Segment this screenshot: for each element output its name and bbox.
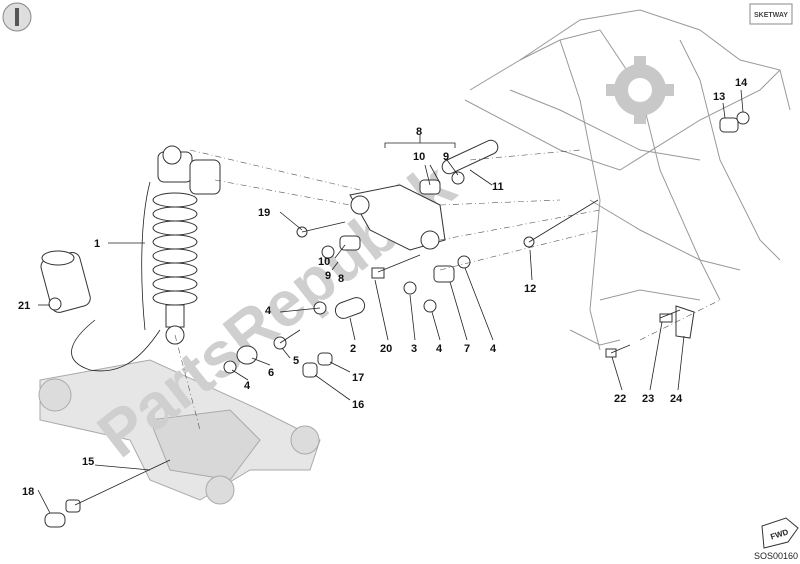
callout-1[interactable]: 1 xyxy=(94,238,100,250)
frame-tubes xyxy=(464,9,791,351)
callout-23[interactable]: 23 xyxy=(642,393,654,405)
callout-10b[interactable]: 10 xyxy=(318,256,330,268)
callout-17[interactable]: 17 xyxy=(352,372,364,384)
logo-text: SKETWAY xyxy=(754,12,788,19)
callout-11[interactable]: 11 xyxy=(492,181,504,193)
info-icon[interactable] xyxy=(2,2,32,32)
assembly-lines xyxy=(174,149,721,431)
callout-5[interactable]: 5 xyxy=(293,355,299,367)
fwd-arrow-icon: FWD xyxy=(761,517,799,549)
callout-2[interactable]: 2 xyxy=(350,343,356,355)
callout-4b[interactable]: 4 xyxy=(436,343,443,355)
callout-13[interactable]: 13 xyxy=(713,91,725,103)
callout-15[interactable]: 15 xyxy=(82,456,94,468)
callout-6[interactable]: 6 xyxy=(268,367,274,379)
callout-4c[interactable]: 4 xyxy=(490,343,497,355)
callout-3[interactable]: 3 xyxy=(411,343,417,355)
brand-logo: SKETWAY xyxy=(749,3,793,25)
diagram-code: SOS00160 xyxy=(754,551,798,561)
callouts: 1 2 3 4 4 4 4 5 6 7 8 8 9 9 10 10 11 12 … xyxy=(18,77,748,498)
callout-22[interactable]: 22 xyxy=(614,393,626,405)
rocker-linkage xyxy=(349,184,446,251)
callout-24[interactable]: 24 xyxy=(670,393,683,405)
callout-10[interactable]: 10 xyxy=(413,151,425,163)
callout-14[interactable]: 14 xyxy=(735,77,748,89)
callout-8b[interactable]: 8 xyxy=(338,273,344,285)
callout-12[interactable]: 12 xyxy=(524,283,536,295)
callout-18[interactable]: 18 xyxy=(22,486,34,498)
callout-4d[interactable]: 4 xyxy=(244,380,251,392)
gear-watermark-icon xyxy=(606,56,674,124)
callout-8[interactable]: 8 xyxy=(416,126,422,138)
leader-lines xyxy=(37,89,744,514)
callout-9[interactable]: 9 xyxy=(443,151,449,163)
bolts xyxy=(74,199,681,506)
shock-absorber xyxy=(152,145,221,345)
callout-21[interactable]: 21 xyxy=(18,300,30,312)
swingarm xyxy=(38,359,321,505)
callout-9b[interactable]: 9 xyxy=(325,270,331,282)
callout-7[interactable]: 7 xyxy=(464,343,470,355)
callout-20[interactable]: 20 xyxy=(380,343,392,355)
small-parts xyxy=(44,111,750,528)
shock-reservoir xyxy=(40,181,161,372)
callout-19[interactable]: 19 xyxy=(258,207,270,219)
callout-4a[interactable]: 4 xyxy=(265,305,272,317)
callout-16[interactable]: 16 xyxy=(352,399,364,411)
